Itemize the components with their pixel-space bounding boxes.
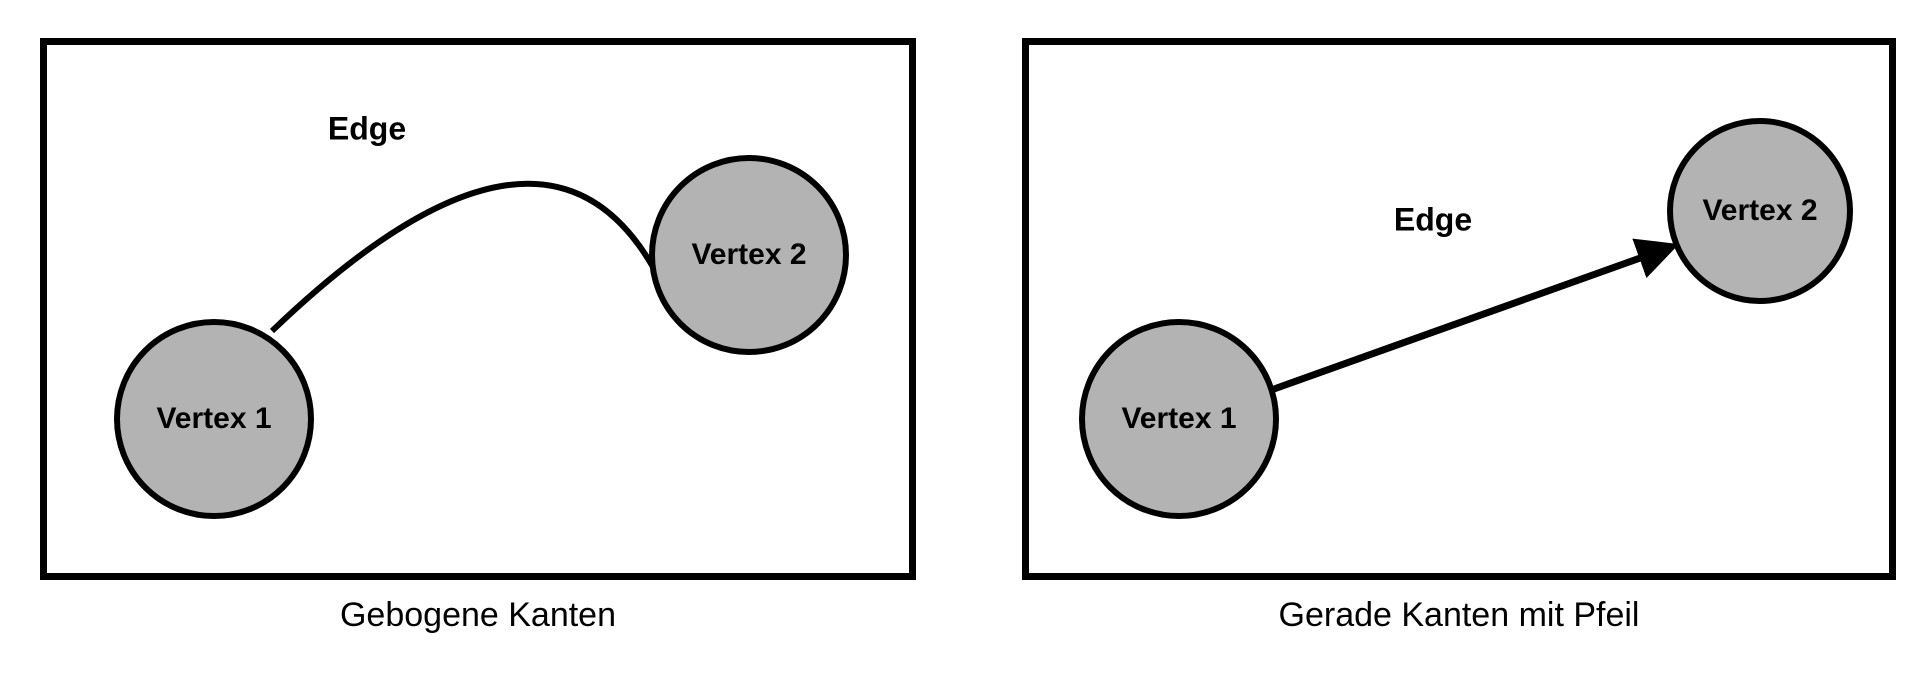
vertex-node-label: Vertex 2 (691, 238, 807, 271)
straight-arrow-panel: Edge Vertex 1 Vertex 2 Gerade Kanten mit… (1022, 38, 1896, 635)
vertex-node-1: Vertex 1 (114, 319, 314, 519)
vertex-node-label: Vertex 1 (1121, 402, 1237, 435)
curved-edges-panel: Edge Vertex 1 Vertex 2 Gebogene Kanten (40, 38, 916, 635)
panel-caption: Gerade Kanten mit Pfeil (1278, 596, 1640, 634)
edge-label: Edge (327, 110, 407, 147)
vertex-node-label: Vertex 2 (1702, 194, 1818, 227)
vertex-node-1: Vertex 1 (1079, 319, 1279, 519)
arrow-edge (1272, 238, 1679, 393)
vertex-node-label: Vertex 1 (156, 402, 272, 435)
edge-label: Edge (1393, 201, 1473, 238)
straight-arrow-diagram-frame: Edge Vertex 1 Vertex 2 (1022, 38, 1896, 580)
curved-edge (269, 180, 656, 334)
panel-caption: Gebogene Kanten (339, 596, 617, 634)
curved-edges-diagram-frame: Edge Vertex 1 Vertex 2 (40, 38, 916, 580)
vertex-node-2: Vertex 2 (649, 155, 849, 355)
vertex-node-2: Vertex 2 (1667, 118, 1853, 304)
